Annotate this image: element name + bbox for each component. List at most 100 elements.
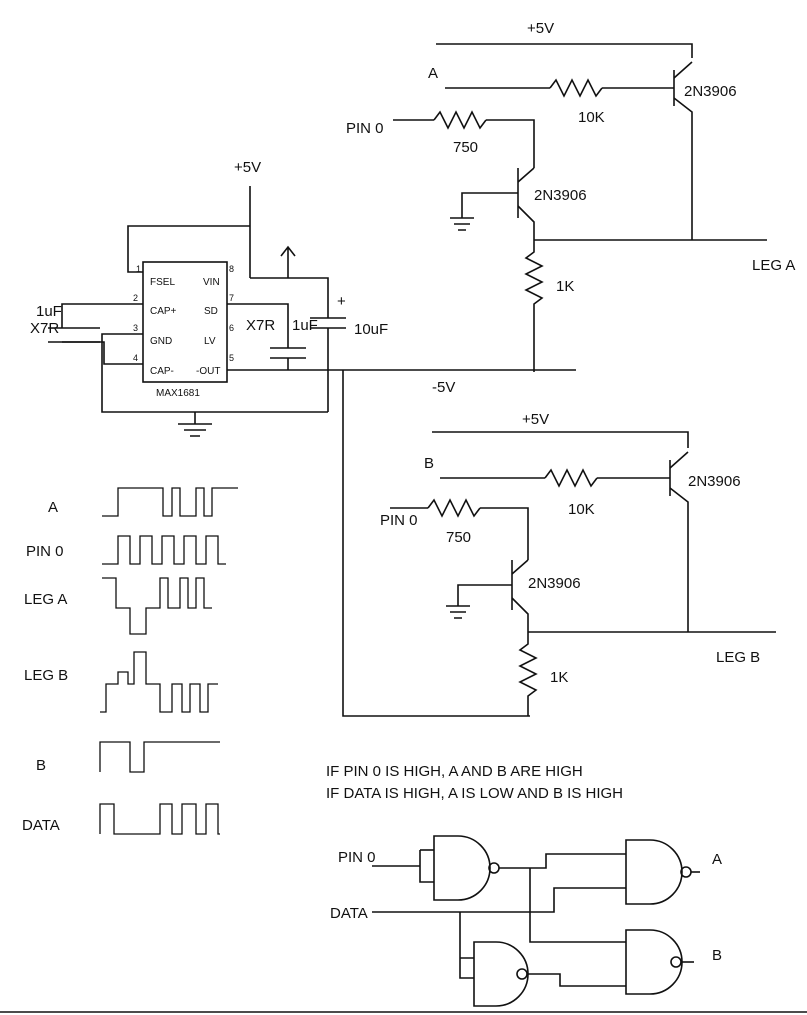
- resistor-10k-b: [544, 468, 598, 488]
- leg-a-output-label: LEG A: [752, 257, 795, 274]
- resistor-1k-a: [524, 240, 544, 372]
- pnp-top-b-label: 2N3906: [688, 473, 741, 490]
- logic-notes: IF PIN 0 IS HIGH, A AND B ARE HIGH IF DA…: [326, 763, 623, 802]
- wave-label-leg-a: LEG A: [24, 591, 67, 608]
- nand1-body: [433, 835, 491, 901]
- nand3-output-wire: [527, 973, 626, 987]
- neg-rail-drop-wire: [342, 370, 530, 717]
- ic-pin-num-8: 8: [229, 264, 234, 274]
- note-line-1: IF PIN 0 IS HIGH, A AND B ARE HIGH: [326, 763, 583, 780]
- resistor-10k-b-label: 10K: [568, 501, 595, 518]
- pin0-b-label: PIN 0: [380, 512, 418, 529]
- ic-pin-num-2: 2: [133, 293, 138, 303]
- cap-right-type: X7R: [246, 317, 275, 334]
- ic-pin-vin: VIN: [203, 277, 220, 288]
- nand3-bubble-icon: [516, 968, 528, 980]
- ic-pin-fsel: FSEL: [150, 277, 175, 288]
- nand1-output-to-nand2: [499, 853, 626, 869]
- plus5v-rail-b: [432, 431, 689, 448]
- nand4-bubble-icon: [670, 956, 682, 968]
- waveform-leg-b: [100, 651, 218, 713]
- leg-b-output-label: LEG B: [716, 649, 760, 666]
- resistor-1k-b: [518, 632, 538, 716]
- plus5v-rail-a-label: +5V: [527, 20, 554, 37]
- nand2-body: [625, 839, 683, 905]
- ic-pin-sd: SD: [204, 306, 218, 317]
- wave-label-b: B: [36, 757, 46, 774]
- ic-pin-out: -OUT: [196, 366, 220, 377]
- vin-wire: [250, 277, 329, 298]
- ic-supply-label: +5V: [234, 159, 261, 176]
- resistor-10k-a: [549, 78, 603, 98]
- waveform-a: [102, 487, 238, 517]
- nand3-body: [473, 941, 529, 1007]
- input-a-label: A: [428, 65, 438, 82]
- vin-arrow-icon: [280, 245, 296, 278]
- waveform-pin0: [102, 535, 226, 565]
- waveform-data: [99, 803, 220, 835]
- pnp-low-a-label: 2N3906: [534, 187, 587, 204]
- wave-label-a: A: [48, 499, 58, 516]
- ic-pin-num-6: 6: [229, 323, 234, 333]
- cap-left-value: 1uF: [36, 303, 62, 320]
- cap-right-top-wire: [227, 303, 289, 348]
- cap-left-type: X7R: [30, 320, 59, 337]
- logic-output-b: B: [712, 947, 722, 964]
- ic-pin-num-1: 1: [136, 264, 141, 274]
- logic-input-pin0: PIN 0: [338, 849, 376, 866]
- wave-label-data: DATA: [22, 817, 60, 834]
- cap-bulk: [310, 298, 346, 412]
- gnd-wire: [101, 333, 328, 413]
- ic-pin-num-3: 3: [133, 323, 138, 333]
- cap-right-value: 1uF: [292, 317, 318, 334]
- ic-pin-num-5: 5: [229, 353, 234, 363]
- logic-output-a: A: [712, 851, 722, 868]
- wave-label-pin0: PIN 0: [26, 543, 64, 560]
- ic-pin-gnd: GND: [150, 336, 172, 347]
- ic-pin-num-7: 7: [229, 293, 234, 303]
- nand1-output-to-nand4: [529, 868, 626, 943]
- resistor-750-a-label: 750: [453, 139, 478, 156]
- ground-icon-ic: [178, 412, 212, 437]
- data-to-nand2: [372, 887, 626, 913]
- ic-pin-num-4: 4: [133, 353, 138, 363]
- cap-right-plates: [270, 347, 306, 359]
- resistor-1k-b-label: 1K: [550, 669, 568, 686]
- nand4-body: [625, 929, 683, 995]
- resistor-750-b: [427, 498, 481, 518]
- charge-pump-circuit: +5V FSEL CAP+ GND CAP- VIN SD LV -OUT 1 …: [30, 159, 576, 717]
- timing-diagram: A PIN 0 LEG A LEG B B DATA: [22, 487, 238, 835]
- cap-left-plates: [48, 327, 100, 343]
- pnp-low-a-base-ground: [461, 192, 518, 218]
- data-to-nand3: [459, 912, 474, 979]
- resistor-750-a: [433, 110, 487, 130]
- pnp-low-a-legs: [517, 167, 535, 240]
- input-b-label: B: [424, 455, 434, 472]
- pnp-low-b-legs: [511, 559, 529, 632]
- ic-pin-capm: CAP-: [150, 366, 174, 377]
- pnp-low-b-base-ground: [457, 584, 512, 606]
- ic-body: [142, 261, 228, 383]
- ic-pin-lv: LV: [204, 336, 216, 347]
- waveform-b: [99, 741, 220, 773]
- cap-bulk-value: 10uF: [354, 321, 388, 338]
- logic-gates: PIN 0 DATA A B: [330, 835, 722, 1007]
- pnp-top-a-label: 2N3906: [684, 83, 737, 100]
- ic-part-label: MAX1681: [156, 388, 200, 399]
- waveform-leg-a: [102, 577, 212, 635]
- pin0-a-label: PIN 0: [346, 120, 384, 137]
- pnp-top-a-legs: [673, 61, 693, 240]
- pnp-low-b-label: 2N3906: [528, 575, 581, 592]
- pin0-a-to-emitter: [486, 119, 535, 168]
- note-line-2: IF DATA IS HIGH, A IS LOW AND B IS HIGH: [326, 785, 623, 802]
- logic-input-data: DATA: [330, 905, 368, 922]
- resistor-750-b-label: 750: [446, 529, 471, 546]
- neg-rail-label: -5V: [432, 379, 455, 396]
- resistor-1k-a-label: 1K: [556, 278, 574, 295]
- ground-icon-a: [450, 217, 474, 231]
- pnp-top-b-legs: [669, 451, 689, 632]
- leg-b-circuit: +5V B 10K 2N3906 PIN 0 750 2N3906 LEG B …: [380, 411, 776, 716]
- nand1-input-wiring: [372, 850, 434, 883]
